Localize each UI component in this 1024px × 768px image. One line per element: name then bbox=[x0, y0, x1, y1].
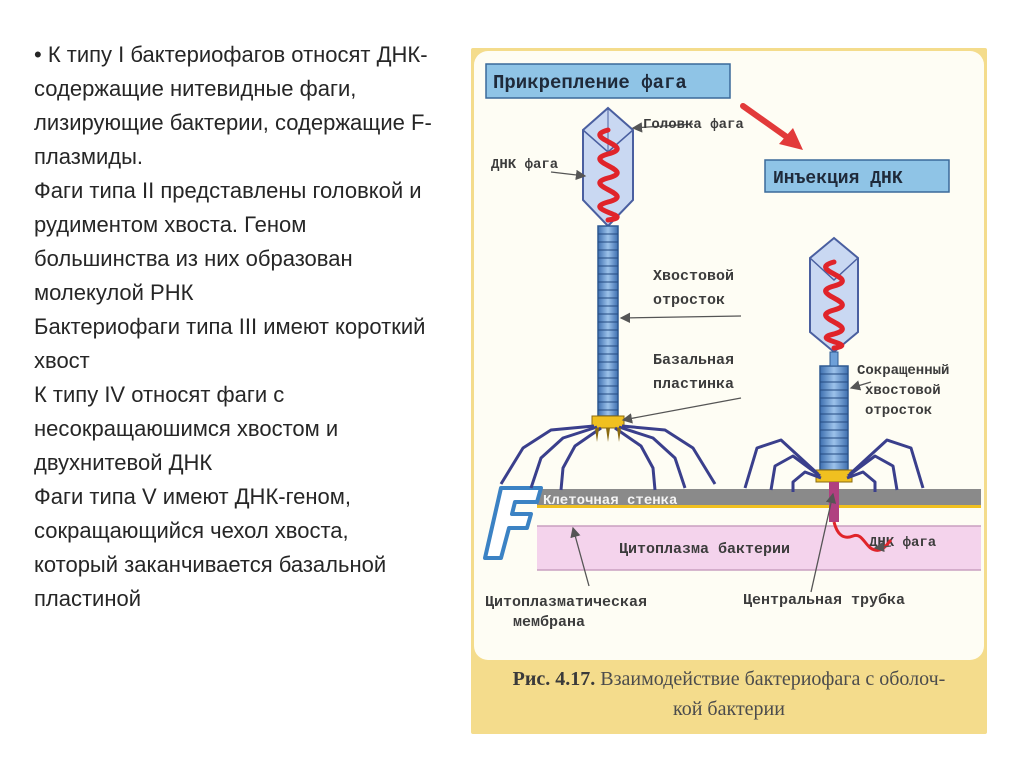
paragraph-type-5: Фаги типа V имеют ДНК-геном, сокращающий… bbox=[34, 484, 387, 611]
baseplate-label-line-1: Базальная bbox=[653, 352, 734, 369]
baseplate bbox=[591, 415, 625, 429]
dna-coil bbox=[597, 127, 620, 223]
tail-label-line-1: Хвостовой bbox=[653, 268, 734, 285]
tail-sheath bbox=[597, 225, 619, 417]
paragraph-type-1: • К типу I бактериофагов относят ДНК-сод… bbox=[34, 38, 434, 174]
paragraph-type-4: К типу IV относят фаги с несокращаюшимся… bbox=[34, 382, 339, 475]
injection-title-box: Инъекция ДНК bbox=[764, 159, 950, 193]
contracted-label-line-2: хвостовой bbox=[865, 383, 941, 399]
baseplate-label-line-2: пластинка bbox=[653, 376, 734, 393]
red-arrow-icon bbox=[740, 103, 803, 150]
central-tube-label: Центральная трубка bbox=[743, 592, 905, 609]
phage-dna-label: ДНК фага bbox=[491, 157, 559, 173]
caption-number: Рис. 4.17. bbox=[512, 668, 596, 690]
f-logo-icon bbox=[483, 486, 543, 560]
attachment-title: Прикрепление фага bbox=[493, 72, 687, 94]
attachment-title-box: Прикрепление фага bbox=[485, 63, 731, 99]
caption-text-line-2: кой бактерии bbox=[673, 698, 785, 720]
tail-fibers bbox=[499, 424, 717, 491]
cell-wall-stripe bbox=[537, 505, 981, 508]
figure-caption: Рис. 4.17. Взаимодействие бактериофага с… bbox=[471, 664, 987, 724]
caption-text: Взаимодействие бактериофага с оболоч- bbox=[600, 668, 946, 690]
head-label: Головка фага bbox=[643, 117, 744, 133]
pointer-lines bbox=[550, 122, 892, 593]
attached-phage bbox=[499, 106, 717, 491]
slide-text: • К типу I бактериофагов относят ДНК-сод… bbox=[34, 38, 434, 616]
membrane-label-line-1: Цитоплазматическая bbox=[485, 594, 647, 611]
tail-label-line-2: отросток bbox=[653, 292, 725, 309]
type-1-text: К типу I бактериофагов относят ДНК-содер… bbox=[34, 42, 432, 169]
contracted-label-line-3: отросток bbox=[865, 403, 932, 419]
membrane-label-line-2: мембрана bbox=[513, 614, 585, 631]
injection-title: Инъекция ДНК bbox=[773, 169, 903, 189]
dna-coil-2 bbox=[823, 259, 845, 351]
cell-wall-band bbox=[537, 489, 981, 505]
figure-frame: Клеточная стенка Цитоплазма бактерии ДНК… bbox=[471, 48, 987, 734]
phage-diagram: Клеточная стенка Цитоплазма бактерии ДНК… bbox=[483, 63, 981, 631]
cytoplasm-label: Цитоплазма бактерии bbox=[619, 541, 790, 558]
tail-fibers-2 bbox=[743, 438, 925, 492]
cell-wall-label: Клеточная стенка bbox=[543, 493, 678, 509]
cytoplasm-band bbox=[537, 526, 981, 570]
baseplate-2 bbox=[815, 469, 853, 483]
contracted-label-line-1: Сокращенный bbox=[857, 363, 949, 379]
paragraph-type-3: Бактериофаги типа III имеют короткий хво… bbox=[34, 314, 426, 373]
paragraph-type-2: Фаги типа II представлены головкой и руд… bbox=[34, 178, 422, 305]
bullet: • bbox=[34, 42, 42, 67]
central-tube bbox=[829, 482, 839, 522]
